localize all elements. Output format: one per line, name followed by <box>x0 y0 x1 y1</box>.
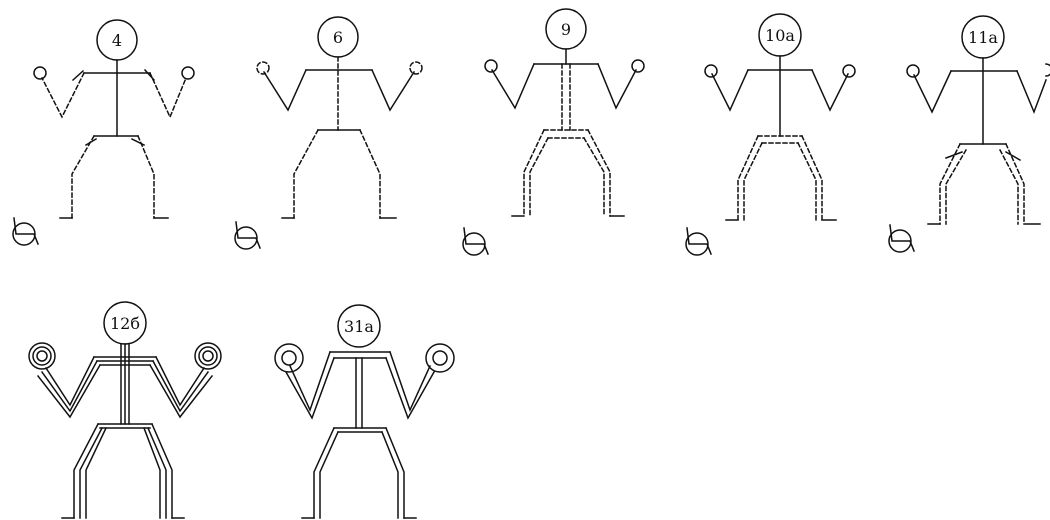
hand-left <box>484 59 498 73</box>
figure-4: 4 <box>12 19 195 246</box>
wheelchair-icon <box>685 227 712 256</box>
hand-right <box>425 343 455 373</box>
figure-label: 9 <box>561 20 571 39</box>
figure-label: 11a <box>968 28 998 47</box>
figure-label: 31a <box>344 317 374 336</box>
hand-left <box>28 342 56 370</box>
hand-right <box>194 342 222 370</box>
hand-right <box>1045 63 1050 77</box>
hand-left <box>274 343 304 373</box>
figure-10a: 10a <box>685 13 856 256</box>
hand-left <box>256 61 270 75</box>
figure-9: 9 <box>462 8 645 256</box>
figure-label: 6 <box>333 28 343 47</box>
wheelchair-icon <box>462 227 489 256</box>
figure-12b: 12б <box>28 301 222 519</box>
hand-left <box>704 64 718 78</box>
hand-left <box>33 66 47 80</box>
hand-right <box>181 66 195 80</box>
hand-right <box>842 64 856 78</box>
figure-label: 10a <box>765 26 795 45</box>
figure-label: 12б <box>110 314 140 333</box>
wheelchair-icon <box>12 217 39 246</box>
hand-left <box>906 64 920 78</box>
wheelchair-icon <box>234 221 261 250</box>
figure-31a: 31a <box>274 304 455 519</box>
figure-6: 6 <box>234 16 423 250</box>
wheelchair-icon <box>888 224 915 253</box>
figure-11a: 11a <box>888 15 1050 253</box>
hand-right <box>409 61 423 75</box>
head <box>337 304 381 348</box>
figure-label: 4 <box>112 31 122 50</box>
hand-right <box>631 59 645 73</box>
